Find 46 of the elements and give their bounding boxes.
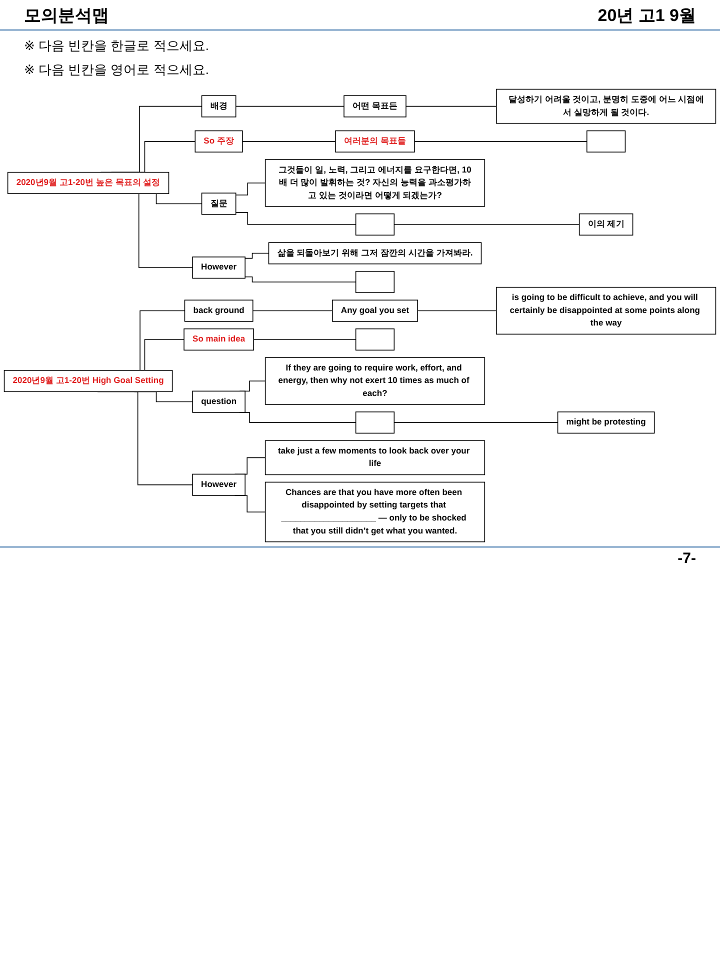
node-box — [332, 300, 418, 322]
instruction-text: ※ 다음 빈칸을 영어로 적으세요. — [24, 61, 210, 79]
connector — [235, 106, 344, 107]
node-box — [194, 130, 243, 152]
header-date: 20년 고1 9월 — [598, 5, 696, 27]
connector — [235, 182, 266, 196]
connector — [394, 422, 558, 423]
connector — [417, 310, 497, 312]
node-box — [557, 412, 655, 434]
node-box — [264, 159, 486, 207]
node-box — [355, 328, 395, 351]
connector — [394, 224, 580, 225]
node-box — [201, 95, 236, 118]
connector — [414, 141, 588, 142]
instruction-text: ※ 다음 빈칸을 한글로 적으세요. — [24, 37, 210, 55]
connector — [244, 276, 356, 282]
connector — [406, 106, 497, 107]
connector — [242, 141, 336, 142]
connector — [235, 212, 356, 225]
node-box — [192, 256, 246, 279]
mind-map-diagram: 2020년9월 고1-20번 높은 목표의 설정 배경 어떤 목표든 달성하기 어려울 것이고, 분명히 도중에 어느 시점에서 실망하게 될 것이다. So 주장 여러분의 목표들 질문 그것들이 일, 노력, 그리고 에너지를 요구한다면, 10배 더 많이 발휘하는 것? 자신의 능력을 과소평가하고 있는 것이라면 어떻게 되겠는가? 이의 제기 However 삶을 되돌아보기 위해 그저 잠깐의 시간을 가져봐라. 2020년9월 고1-20번 High Goal Setting back ground Any goal you set is going to be difficult to achieve, and you will certainly be disappointed at some points along the way So main idea question If they are going to require work, effort, and energy, then why not exert 10 times as much of each? might be protesting However take just a few moments to look back over your life Chances are that you have more often been disappointed by setting targets that ____________________ — only to be shocked that you still didn’t get what you wanted. — [0, 85, 720, 546]
node-box — [184, 328, 254, 351]
node-box — [192, 474, 246, 496]
node-box — [192, 390, 246, 413]
node-box — [201, 192, 236, 215]
connector — [253, 339, 356, 340]
node-box — [355, 213, 395, 236]
node-box — [268, 242, 482, 264]
node-box — [264, 440, 486, 476]
node-box — [4, 370, 173, 392]
node-box — [586, 130, 626, 152]
node-box — [7, 172, 170, 194]
node-box — [184, 300, 254, 322]
page-number: -7- — [678, 550, 696, 568]
node-box — [264, 357, 486, 405]
node-box — [355, 412, 395, 434]
node-box — [264, 482, 486, 542]
node-box — [355, 270, 395, 294]
header-title: 모의분석맵 — [24, 5, 109, 27]
connector — [252, 310, 333, 312]
node-box — [344, 95, 406, 118]
node-box — [496, 88, 716, 124]
connector — [244, 252, 270, 259]
node-box — [496, 286, 716, 335]
node-box — [578, 213, 634, 236]
node-box — [335, 130, 415, 152]
